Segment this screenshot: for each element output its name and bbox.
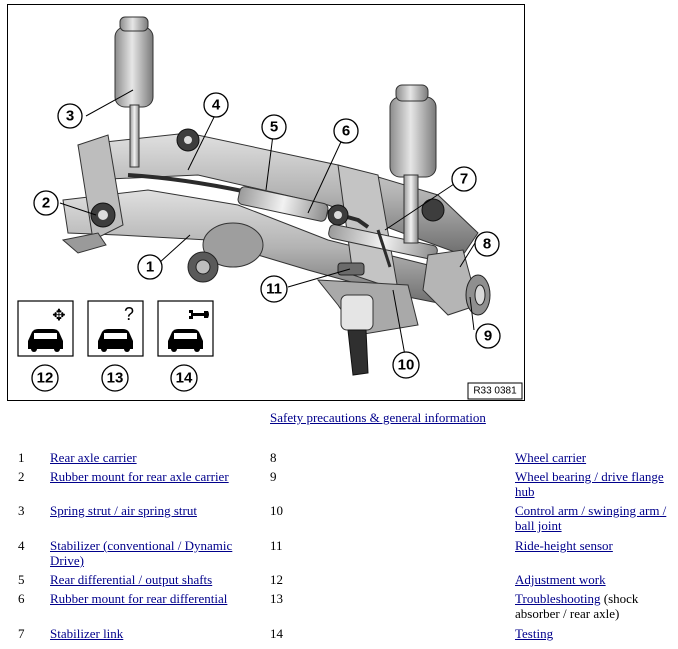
item-number: 4 <box>18 538 25 553</box>
callout-5[interactable]: 5 <box>261 114 287 140</box>
svg-text:R33 0381: R33 0381 <box>473 386 517 397</box>
axle-drawing <box>61 16 491 376</box>
svg-text:10: 10 <box>398 357 415 374</box>
callout-9[interactable]: 9 <box>475 323 501 349</box>
item-number: 7 <box>18 626 25 641</box>
callout-14[interactable]: 14 <box>170 364 198 392</box>
rear-axle-diagram: ✥ ? 1 2 3 4 5 6 7 <box>7 4 525 401</box>
item-number: 13 <box>270 591 283 606</box>
rear-differential-link[interactable]: Rear differential / output shafts <box>50 572 213 587</box>
item-number: 8 <box>270 450 277 465</box>
stabilizer-link-link[interactable]: Stabilizer link <box>50 626 124 641</box>
rubber-mount-axle-carrier-link[interactable]: Rubber mount for rear axle carrier <box>50 469 229 484</box>
svg-text:5: 5 <box>270 119 278 136</box>
rear-axle-carrier-link[interactable]: Rear axle carrier <box>50 450 137 465</box>
svg-text:11: 11 <box>266 281 282 298</box>
svg-text:13: 13 <box>107 370 124 387</box>
item-number: 5 <box>18 572 25 587</box>
svg-text:4: 4 <box>212 97 221 114</box>
item-number: 1 <box>18 450 25 465</box>
troubleshooting-link[interactable]: Troubleshooting <box>515 591 601 606</box>
svg-text:6: 6 <box>342 123 350 140</box>
callouts: 1 2 3 4 5 6 7 8 9 10 11 12 13 14 <box>31 92 501 392</box>
item-number: 2 <box>18 469 25 484</box>
callout-2[interactable]: 2 <box>33 190 59 216</box>
svg-text:12: 12 <box>37 370 54 387</box>
leader-lines <box>59 89 476 362</box>
callout-8[interactable]: 8 <box>474 231 500 257</box>
control-arm-link[interactable]: Control arm / swinging arm / ball joint <box>515 503 667 533</box>
svg-text:8: 8 <box>483 236 491 253</box>
wrench-icon <box>189 310 209 319</box>
callout-7[interactable]: 7 <box>451 166 477 192</box>
safety-precautions-link[interactable]: Safety precautions & general information <box>270 410 486 425</box>
rear-axle-illustration: ✥ ? 1 2 3 4 5 6 7 <box>17 16 523 400</box>
question-mark-icon: ? <box>124 304 134 324</box>
callout-1[interactable]: 1 <box>137 254 163 280</box>
callout-6[interactable]: 6 <box>333 118 359 144</box>
svg-text:9: 9 <box>484 328 492 345</box>
item-number: 10 <box>270 503 283 518</box>
adjustment-work-link[interactable]: Adjustment work <box>515 572 606 587</box>
spring-strut-link[interactable]: Spring strut / air spring strut <box>50 503 197 518</box>
callout-12[interactable]: 12 <box>31 364 59 392</box>
rubber-mount-differential-link[interactable]: Rubber mount for rear differential <box>50 591 228 606</box>
callout-13[interactable]: 13 <box>101 364 129 392</box>
svg-text:3: 3 <box>66 108 74 125</box>
svg-text:2: 2 <box>42 195 50 212</box>
svg-text:7: 7 <box>460 171 468 188</box>
testing-link[interactable]: Testing <box>515 626 554 641</box>
item-number: 6 <box>18 591 25 606</box>
stabilizer-link[interactable]: Stabilizer (conventional / Dynamic Drive… <box>50 538 233 568</box>
wheel-bearing-link[interactable]: Wheel bearing / drive flange hub <box>515 469 664 499</box>
callout-10[interactable]: 10 <box>392 351 420 379</box>
callout-3[interactable]: 3 <box>57 103 83 129</box>
item-number: 9 <box>270 469 277 484</box>
item-number: 3 <box>18 503 25 518</box>
figure-reference: R33 0381 <box>467 382 523 400</box>
icon-box-adjustment[interactable]: ✥ <box>17 300 74 357</box>
item-number: 11 <box>270 538 283 553</box>
svg-text:14: 14 <box>176 370 193 387</box>
icon-box-troubleshooting[interactable]: ? <box>87 300 144 357</box>
troubleshooting-note: (shock absorber / rear axle) <box>515 591 639 621</box>
move-arrows-icon: ✥ <box>52 306 65 325</box>
icon-box-testing[interactable] <box>157 300 214 357</box>
ride-height-sensor-link[interactable]: Ride-height sensor <box>515 538 613 553</box>
wheel-carrier-link[interactable]: Wheel carrier <box>515 450 587 465</box>
item-number: 14 <box>270 626 283 641</box>
callout-4[interactable]: 4 <box>203 92 229 118</box>
item-number: 12 <box>270 572 283 587</box>
callout-11[interactable]: 11 <box>260 275 288 303</box>
svg-text:1: 1 <box>146 259 154 276</box>
